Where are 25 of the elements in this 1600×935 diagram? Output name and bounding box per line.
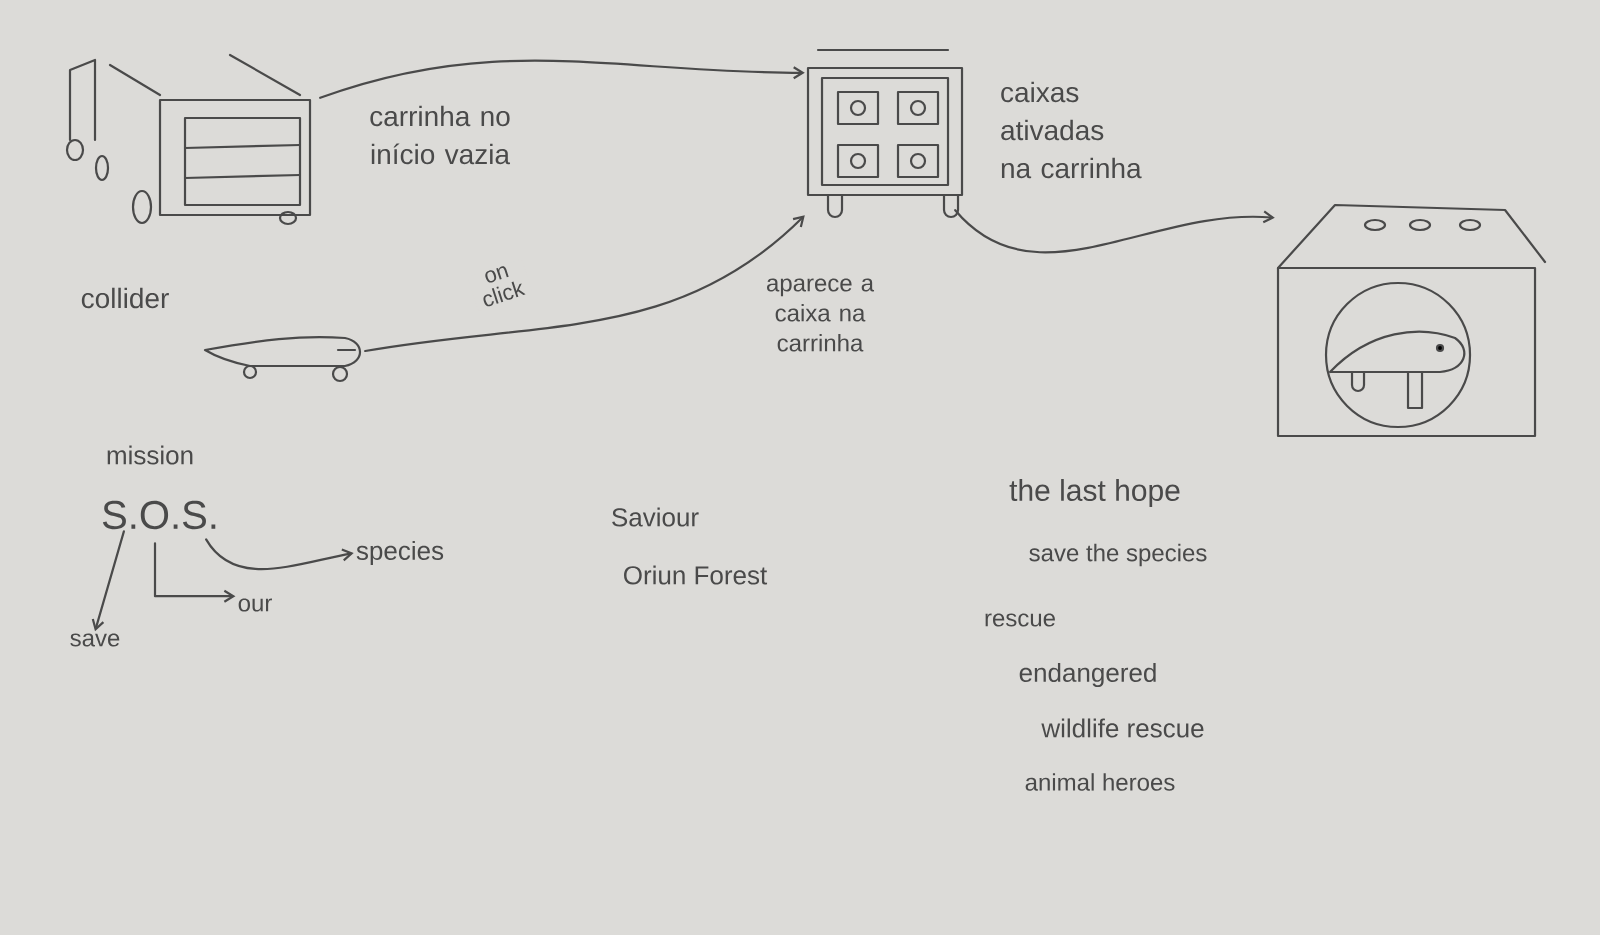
arrow [91, 530, 125, 632]
handwritten-note: save the species [1029, 543, 1207, 567]
handwritten-note: Oriun Forest [624, 565, 768, 585]
handwritten-note: carrinha no início vazia [370, 105, 510, 165]
shelf-drawing [806, 48, 964, 219]
handwritten-word: save [70, 633, 120, 647]
arrow [954, 209, 1275, 254]
handwritten-note: animal heroes [1025, 773, 1175, 791]
handwritten-note: rescue [985, 613, 1055, 627]
skateboard-drawing [203, 336, 362, 383]
truck-drawing [65, 53, 312, 226]
handwritten-note: collider [81, 287, 169, 309]
handwritten-word: species [356, 540, 444, 566]
machine-drawing [1276, 203, 1547, 438]
handwritten-note: endangered [1019, 662, 1156, 688]
arrow [153, 542, 236, 603]
handwritten-note: caixas ativadas na carrinha [1001, 81, 1142, 179]
edge-label: on click [467, 259, 533, 311]
handwritten-word: our [238, 598, 272, 612]
arrow [319, 59, 805, 99]
handwritten-word: S.O.S. [102, 500, 216, 530]
handwritten-note: wildlife rescue [1041, 718, 1204, 738]
arrow [205, 538, 354, 571]
arrow [364, 215, 805, 353]
handwritten-note: Saviour [612, 507, 699, 527]
